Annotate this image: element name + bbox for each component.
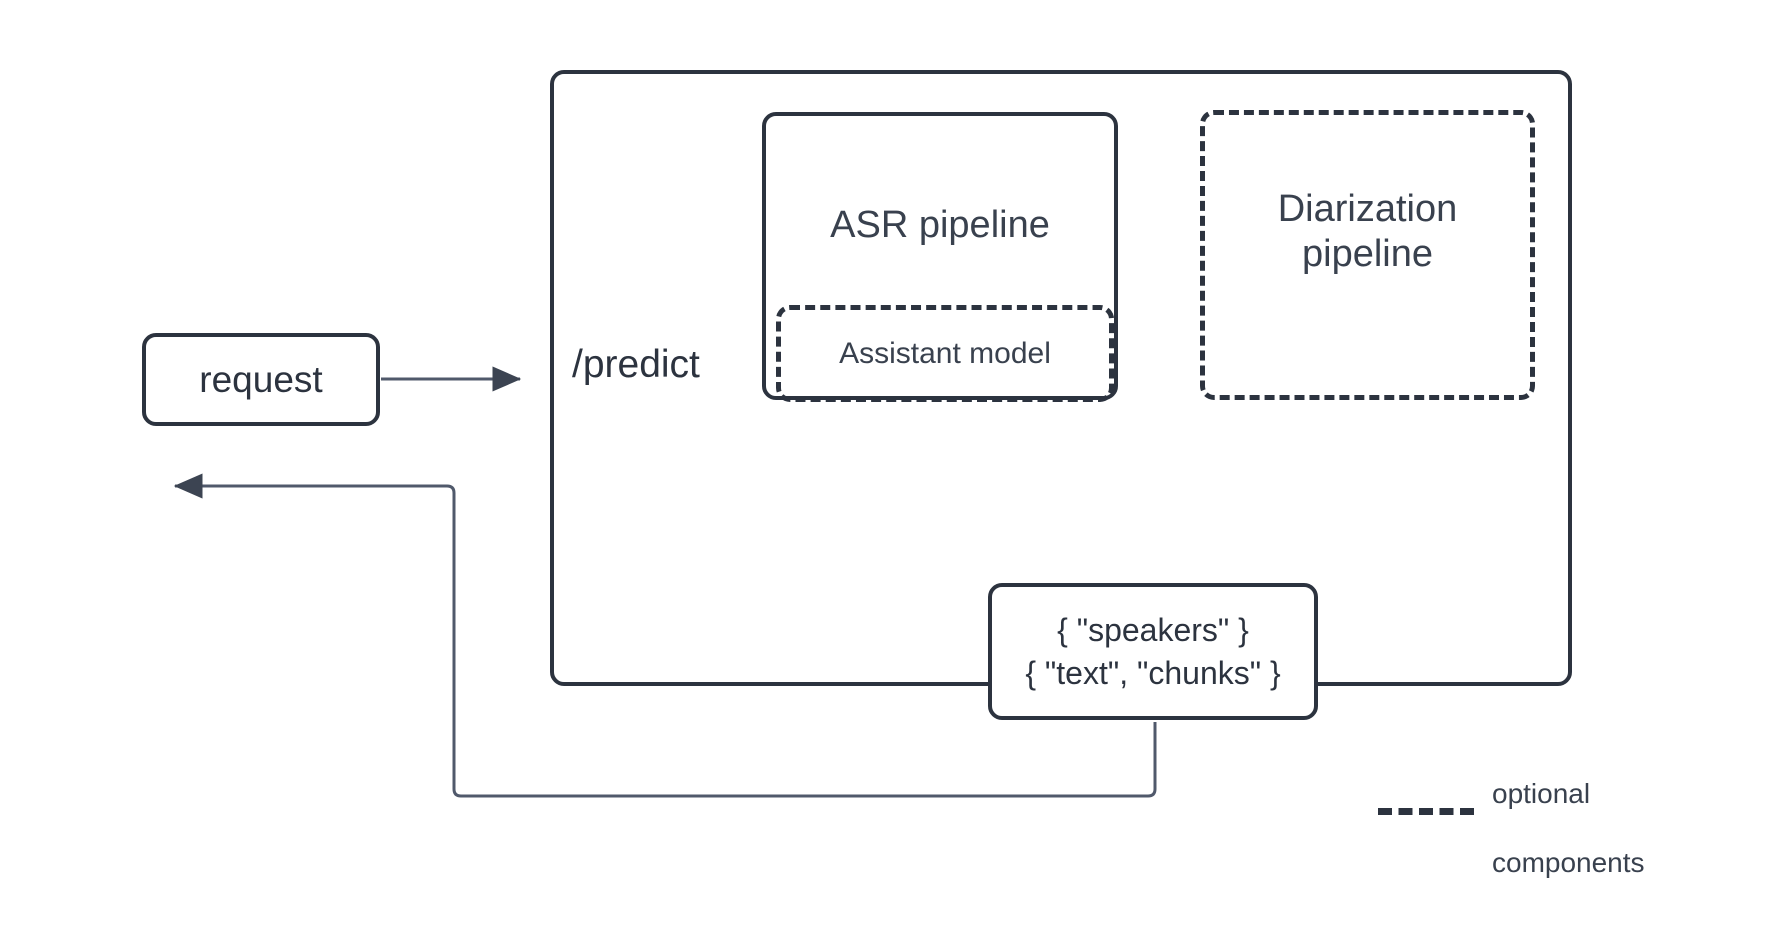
diarization-pipeline-node[interactable]: Diarization pipeline: [1200, 110, 1535, 400]
legend-label-line-1: optional: [1492, 777, 1591, 809]
output-chunks-label: { "text", "chunks" }: [1025, 654, 1281, 691]
asr-pipeline-node[interactable]: ASR pipeline: [762, 112, 1118, 400]
diarization-label-line-2: pipeline: [1302, 232, 1433, 275]
diarization-label-line-1: Diarization: [1277, 188, 1458, 230]
legend: optional components: [1378, 742, 1645, 881]
assistant-model-label: Assistant model: [839, 336, 1051, 370]
request-node[interactable]: request: [142, 333, 380, 426]
legend-label-line-2: components: [1492, 847, 1645, 879]
diarization-pipeline-label: Diarization pipeline: [1205, 187, 1530, 277]
asr-pipeline-label: ASR pipeline: [830, 204, 1050, 246]
dashed-line-swatch-icon: [1378, 807, 1474, 815]
request-label: request: [199, 358, 323, 400]
assistant-model-node[interactable]: Assistant model: [776, 305, 1114, 402]
legend-label: optional components: [1492, 742, 1645, 881]
predict-label: /predict: [572, 343, 700, 386]
output-speakers-label: { "speakers" }: [1057, 611, 1249, 648]
output-payload-node[interactable]: { "speakers" } { "text", "chunks" }: [988, 583, 1318, 720]
